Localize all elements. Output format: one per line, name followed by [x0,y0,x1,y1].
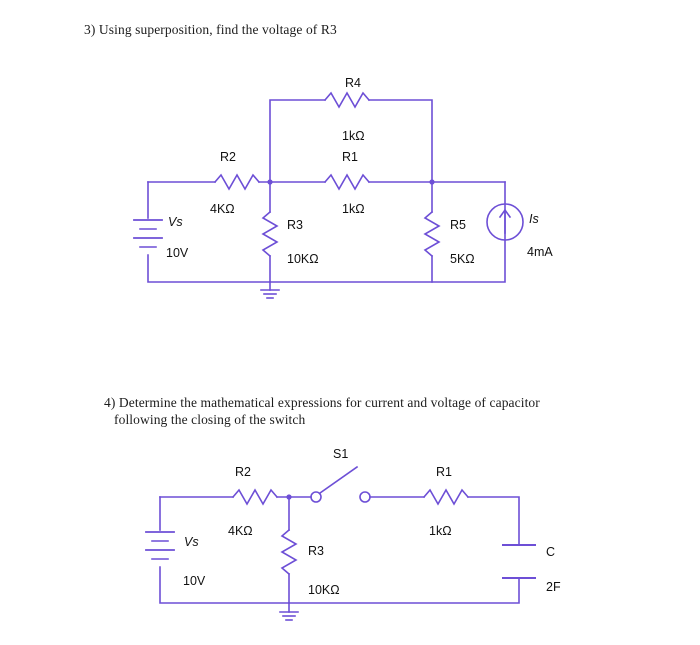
label-r2-value: 4KΩ [210,202,235,216]
label-is-name: Is [529,212,539,226]
label-is-value: 4mA [527,245,553,259]
label-s1-name: S1 [333,447,349,461]
label-vs-name: Vs [168,215,183,229]
label-c-name: C [546,545,556,559]
label-vs-name-2: Vs [184,535,199,549]
label-r3-name-2: R3 [308,544,324,558]
label-vs-value: 10V [166,246,189,260]
label-r3-value-2: 10KΩ [308,583,340,597]
label-r2-name-2: R2 [235,465,251,479]
label-r3-value: 10KΩ [287,252,319,266]
question-4-line1: 4) Determine the mathematical expression… [104,395,540,410]
question-4-text: 4) Determine the mathematical expression… [104,394,624,428]
label-r5-value: 5KΩ [450,252,475,266]
question-3-text: 3) Using superposition, find the voltage… [84,22,337,37]
label-r3-name: R3 [287,218,303,232]
label-r5-name: R5 [450,218,466,232]
label-r1-value-2: 1kΩ [429,524,452,538]
label-r2-value-2: 4KΩ [228,524,253,538]
label-vs-value-2: 10V [183,574,206,588]
label-r1-name-2: R1 [436,465,452,479]
label-r1-name: R1 [342,150,358,164]
label-c-value: 2F [546,580,561,594]
label-r2-name: R2 [220,150,236,164]
label-r4-value: 1kΩ [342,129,365,143]
label-r1-value: 1kΩ [342,202,365,216]
label-r4-name: R4 [345,76,361,90]
question-4-line2: following the closing of the switch [114,412,306,427]
